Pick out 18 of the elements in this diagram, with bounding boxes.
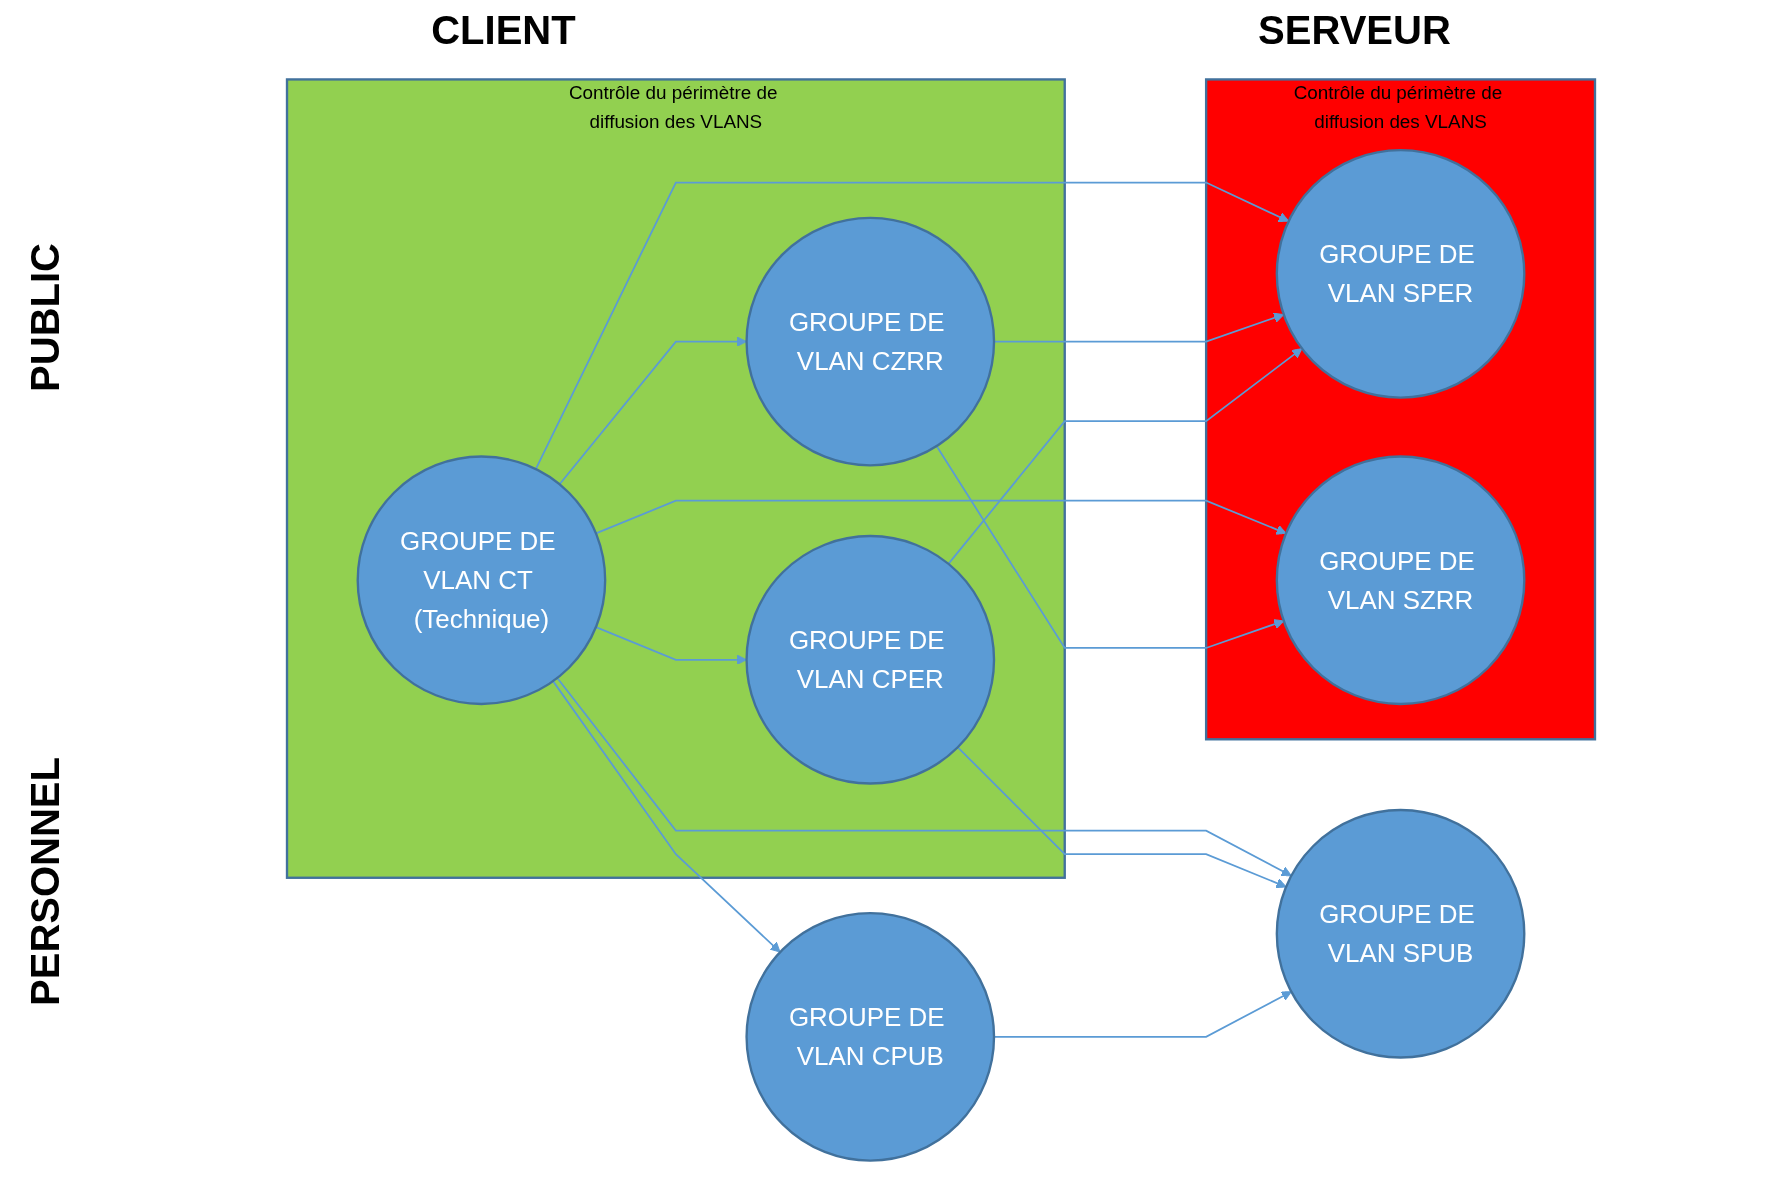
arrow [534,181,1290,470]
node-circle: GROUPE DE VLAN CT (Technique) [356,455,607,706]
node-circle: GROUPE DE VLAN SZRR [1275,455,1526,706]
node-circle: GROUPE DE VLAN SPUB [1275,808,1526,1059]
node-circle: GROUPE DE VLAN CPUB [745,911,996,1162]
arrow [552,680,781,953]
column-heading: SERVEUR [1258,7,1451,53]
arrow [956,746,1287,889]
arrow [935,445,1285,649]
node-circle: GROUPE DE VLAN CZRR [745,216,996,467]
column-heading: CLIENT [431,7,576,53]
arrow [947,348,1303,565]
arrow [595,499,1287,535]
row-heading: PERSONNEL [22,757,68,1007]
node-circle: GROUPE DE VLAN CPER [745,534,996,785]
row-heading: PUBLIC [22,242,68,392]
node-circle: GROUPE DE VLAN SPER [1275,148,1526,399]
arrow [556,677,1292,877]
